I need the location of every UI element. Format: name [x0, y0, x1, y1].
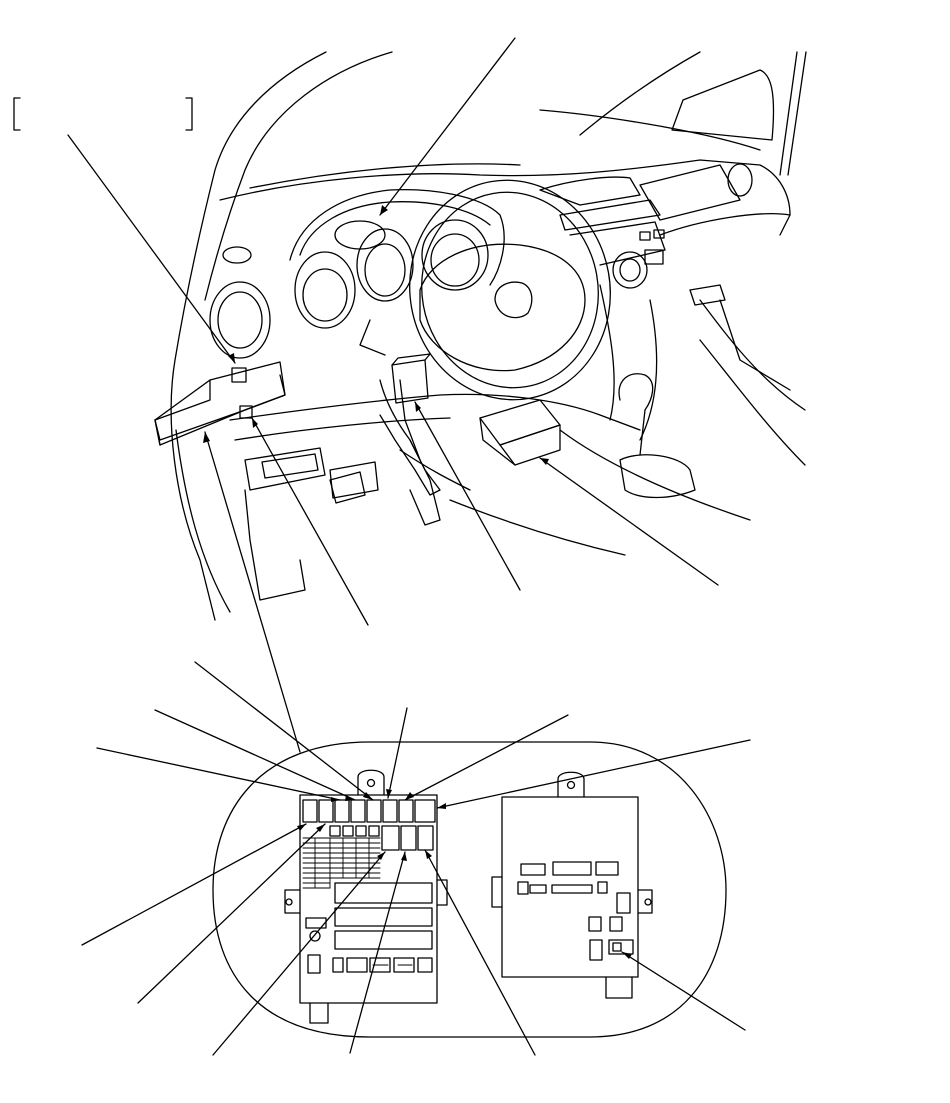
fuse-box-detail-view [213, 742, 726, 1037]
leader-lines-upper [68, 38, 718, 625]
fuse-box-front-face [285, 770, 447, 1023]
under-dash-fuse-box-3d [155, 362, 285, 445]
arrowheads-lower [297, 789, 632, 959]
detail-connector-arrow [203, 432, 210, 443]
right-control-module-3d [480, 400, 560, 465]
dashboard-illustration [155, 52, 806, 620]
title-bracket [14, 98, 192, 130]
detail-connector-line [205, 432, 300, 752]
leader-lines-lower [82, 662, 750, 1055]
fuse-box-rear-face [492, 772, 652, 998]
arrowheads-upper [228, 205, 549, 465]
column-control-unit-3d [392, 354, 430, 403]
